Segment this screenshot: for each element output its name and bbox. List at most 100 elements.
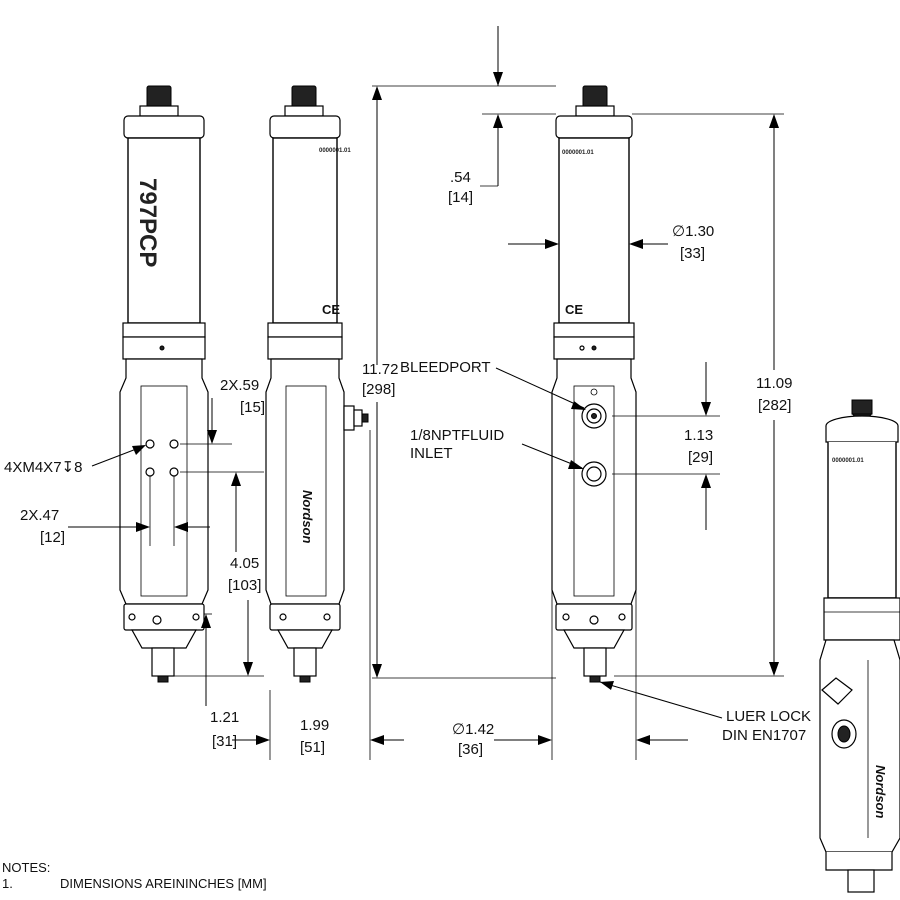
note-text: DIMENSIONS AREININCHES [MM]	[60, 876, 267, 891]
screw	[579, 345, 585, 351]
mount-hole	[145, 439, 155, 449]
screw	[591, 345, 597, 351]
iso-tube	[827, 442, 897, 599]
screw	[618, 613, 626, 621]
set-screw	[159, 345, 165, 351]
callout-fluid-inlet-1: 1/8NPTFLUID	[410, 427, 504, 444]
top-cap	[123, 115, 205, 139]
bleed-fitting-side	[343, 405, 355, 431]
screw	[589, 615, 599, 625]
iso-top-cap-side	[825, 426, 899, 443]
pump-body	[265, 358, 345, 605]
dim-hole-vertical-mm: [15]	[240, 399, 265, 416]
bleed-port-center	[591, 413, 597, 419]
connector	[146, 85, 172, 109]
bleed-fitting-tip	[361, 413, 369, 423]
outlet-fitting	[151, 647, 175, 677]
screw	[323, 613, 331, 621]
collar-upper	[122, 322, 206, 338]
ce-marking: CE	[322, 302, 340, 317]
connector	[582, 85, 608, 109]
dimension-lines: 11.72 [298] .54 [14] 11.09 [282] ∅1.30 […	[20, 26, 792, 760]
mount-hole	[145, 467, 155, 477]
iso-bottom-collar	[825, 852, 893, 871]
bottom-collar	[123, 603, 205, 631]
fluid-inlet-inner	[586, 466, 602, 482]
callout-luer-1: LUER LOCK	[726, 708, 811, 725]
dim-body-diameter: ∅1.42	[452, 721, 494, 738]
dim-cap-diameter: ∅1.30	[672, 223, 714, 240]
connector-base	[139, 105, 179, 117]
bleed-port-mark	[590, 388, 598, 396]
dim-body-diameter-mm: [36]	[458, 741, 483, 758]
part-marking: 0000001.01	[832, 458, 864, 464]
dim-side-width-mm: [51]	[300, 739, 325, 756]
collar-lower	[267, 336, 343, 360]
screw	[279, 613, 287, 621]
callouts: 4XM4X7↧8 BLEEDPORT 1/8NPTFLUID INLET LUE…	[4, 359, 811, 744]
ce-marking: CE	[565, 302, 583, 317]
callout-mount-holes: 4XM4X7↧8	[4, 459, 82, 476]
iso-brand-logo: Nordson	[873, 765, 888, 819]
luer-tip	[589, 675, 601, 683]
screw	[128, 613, 136, 621]
front-view: 797PCP	[119, 85, 209, 683]
cylinder-tube	[558, 137, 630, 324]
top-cap	[555, 115, 633, 139]
luer-tip	[299, 675, 311, 683]
outlet-fitting	[293, 647, 317, 677]
collar-upper	[553, 322, 635, 338]
iso-outlet-fitting	[847, 869, 875, 893]
nozzle-taper	[130, 629, 198, 649]
notes: NOTES: 1. DIMENSIONS AREININCHES [MM]	[2, 860, 267, 891]
bleed-fitting-nut	[353, 409, 363, 427]
nozzle-taper	[276, 629, 334, 649]
part-marking: 0000001.01	[319, 148, 351, 154]
window-recess	[573, 385, 615, 597]
dim-side-width: 1.99	[300, 717, 329, 734]
iso-collar	[823, 597, 900, 641]
rear-view: 0000001.01 CE	[551, 85, 637, 683]
top-cap	[269, 115, 341, 139]
side-view: 0000001.01 CE Nordson	[265, 85, 369, 683]
dim-hole-horizontal-mm: [12]	[40, 529, 65, 546]
cylinder-tube	[272, 137, 338, 324]
dim-hole-height-mm: [103]	[228, 577, 261, 594]
note-number: 1.	[2, 876, 13, 891]
collar-upper	[267, 322, 343, 338]
outlet-fitting	[583, 647, 607, 677]
screw	[562, 613, 570, 621]
cylinder-tube	[127, 137, 201, 324]
notes-heading: NOTES:	[2, 860, 50, 875]
dim-top-offset: .54	[450, 169, 471, 186]
dim-hole-vertical: 2X.59	[220, 377, 259, 394]
iso-inlet-bore	[837, 725, 851, 743]
mount-hole	[169, 467, 179, 477]
dim-bottom-offset-mm: [31]	[212, 733, 237, 750]
dim-hole-height: 4.05	[230, 555, 259, 572]
luer-tip	[157, 675, 169, 683]
callout-fluid-inlet-2: INLET	[410, 445, 453, 462]
iso-connector-body	[851, 399, 873, 415]
screw	[192, 613, 200, 621]
window-recess	[285, 385, 327, 597]
isometric-view: 0000001.01 Nordson	[819, 399, 900, 893]
mount-hole	[169, 439, 179, 449]
dim-body-length-mm: [282]	[758, 397, 791, 414]
brand-logo-text: Nordson	[300, 490, 315, 544]
pump-body	[119, 358, 209, 605]
iso-bleed-fitting	[821, 677, 853, 705]
callout-bleed-port: BLEEDPORT	[400, 359, 491, 376]
callout-luer-2: DIN EN1707	[722, 727, 806, 744]
model-marking: 797PCP	[134, 178, 161, 267]
nozzle-taper	[562, 629, 626, 649]
connector-base	[575, 105, 615, 117]
dim-bottom-offset: 1.21	[210, 709, 239, 726]
dim-port-spacing: 1.13	[684, 427, 713, 444]
dim-overall-length-mm: [298]	[362, 381, 395, 398]
screw	[152, 615, 162, 625]
window-recess	[140, 385, 188, 597]
dim-body-length: 11.09	[756, 375, 792, 392]
iso-body	[819, 639, 900, 853]
